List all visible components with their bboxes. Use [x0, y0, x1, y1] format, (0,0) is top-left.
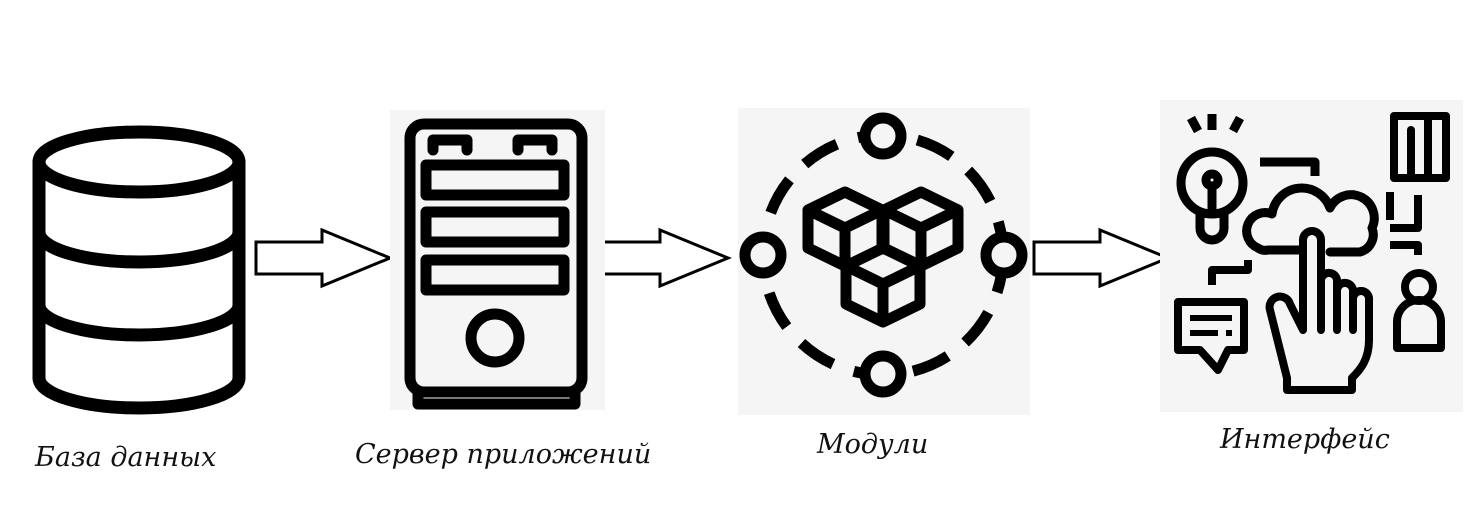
modules-icon [739, 112, 1028, 398]
interface-icon [1174, 112, 1450, 394]
arrow-2 [592, 227, 732, 289]
label-modules: Модули [817, 429, 929, 460]
arrow-3 [1032, 227, 1172, 289]
database-icon [32, 125, 246, 415]
server-icon [404, 118, 588, 410]
label-interface: Интерфейс [1220, 424, 1390, 455]
arrow-1 [254, 227, 394, 289]
label-database: База данных [35, 442, 217, 473]
label-app-server: Сервер приложений [355, 439, 652, 470]
